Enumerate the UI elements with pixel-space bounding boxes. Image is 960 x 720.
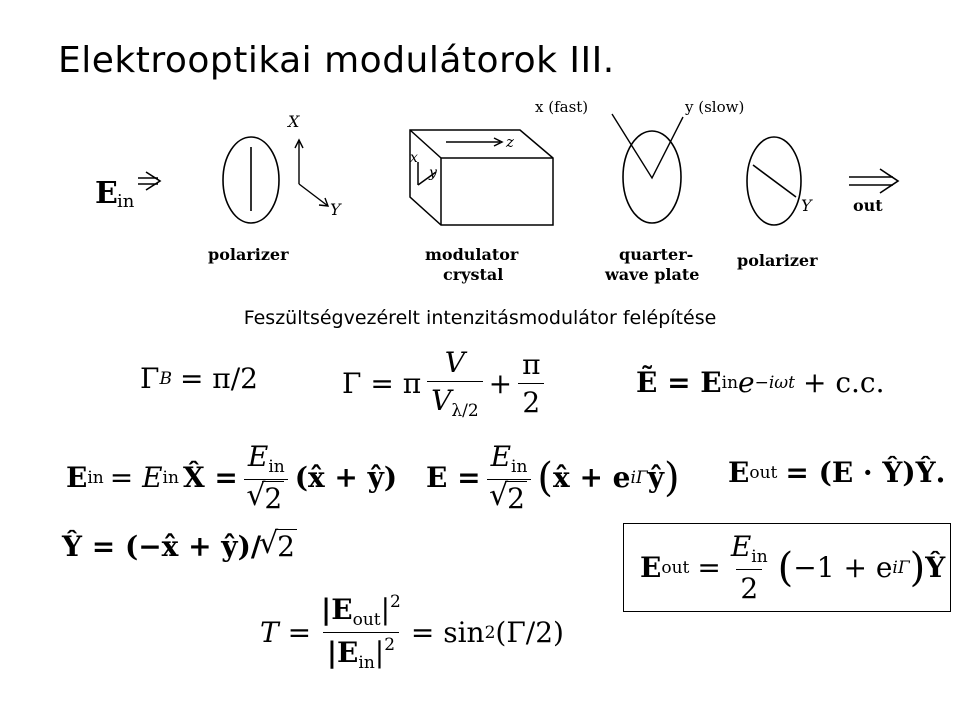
crystal-x-label: x xyxy=(410,150,418,166)
polarizer2-axis-label: Y xyxy=(801,196,813,215)
modulator-setup-diagram: E in polarizer X Y z x y modulator cryst… xyxy=(95,98,900,284)
slow-axis-label: y (slow) xyxy=(684,98,744,116)
polarizer1-ellipse xyxy=(222,136,280,224)
crystal-label-2: crystal xyxy=(443,265,503,284)
equation-gamma: Γ = π V Vλ/2 + π 2 xyxy=(342,346,551,421)
qwp-ellipse xyxy=(622,130,682,224)
e-in-label: E xyxy=(95,176,118,211)
axes-icon xyxy=(294,138,330,207)
crystal-z-label: z xyxy=(505,133,514,151)
polarizer2-label: polarizer xyxy=(737,251,818,270)
slide-title: Elektrooptikai modulátorok III. xyxy=(58,40,615,81)
crystal-box xyxy=(409,129,554,226)
axis-x-label: X xyxy=(286,112,300,131)
qwp-label-2: wave plate xyxy=(604,265,699,284)
diagram-caption: Feszültségvezérelt intenzitásmodulátor f… xyxy=(243,307,717,329)
crystal-y-label: y xyxy=(428,165,438,181)
output-arrow xyxy=(849,168,900,194)
fast-axis-label: x (fast) xyxy=(535,98,588,116)
qwp-axes xyxy=(611,113,684,180)
polarizer1-label: polarizer xyxy=(208,245,289,264)
qwp-label-1: quarter- xyxy=(619,245,693,264)
boxed-result xyxy=(623,523,951,612)
out-label: out xyxy=(853,196,883,215)
input-arrow xyxy=(138,171,162,191)
equation-y-hat: Ŷ = (−x̂ + ŷ)/ 2 xyxy=(62,526,297,563)
polarizer2-ellipse xyxy=(746,136,802,226)
e-in-sub: in xyxy=(117,191,135,212)
axis-y-label: Y xyxy=(330,200,342,219)
equation-e: E = Ein 2 ( x̂ + eiΓ ŷ ) xyxy=(426,440,680,515)
crystal-label-1: modulator xyxy=(425,245,519,264)
equation-e-in: Ein = Ein X̂ = Ein 2 (x̂ + ŷ) xyxy=(66,440,397,515)
polarizer2-axis xyxy=(752,164,797,198)
